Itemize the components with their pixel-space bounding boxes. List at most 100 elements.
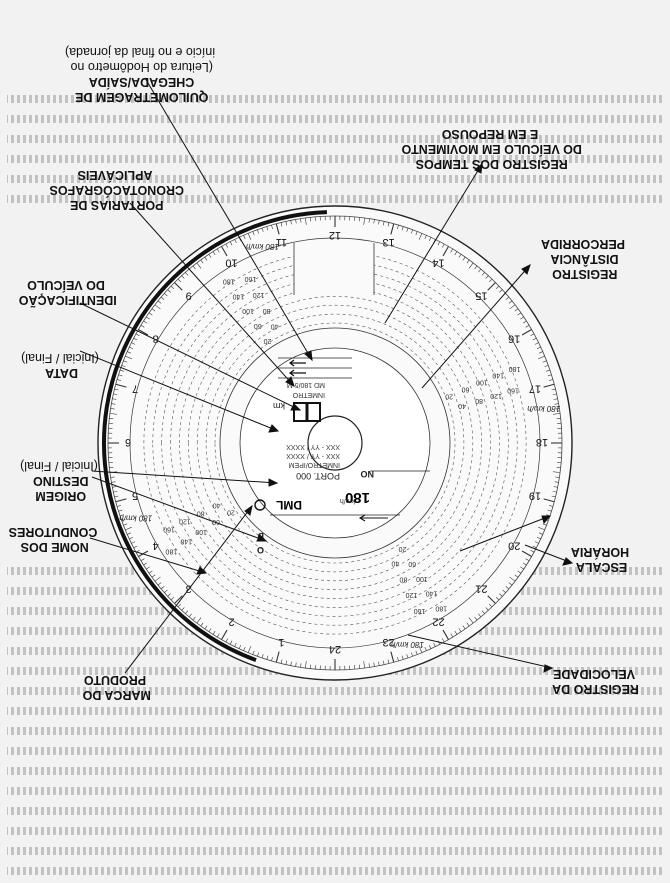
arrowhead <box>290 403 302 411</box>
label-velocidade: REGISTRO DA VELOCIDADE <box>549 667 639 696</box>
arrow-velocidade <box>407 634 553 669</box>
label-marca-line: PRODUTO <box>84 673 147 687</box>
hour-number: 15 <box>475 290 487 302</box>
hour-tick <box>305 217 307 225</box>
hour-tick <box>229 241 233 246</box>
hour-tick <box>157 300 162 304</box>
hour-tick <box>481 610 485 614</box>
hour-tick <box>110 476 115 478</box>
hour-tick <box>114 388 119 391</box>
hour-tick <box>229 640 233 645</box>
hour-tick <box>252 650 255 655</box>
hour-tick <box>442 629 449 640</box>
hour-tick <box>275 651 280 663</box>
label-velocidade-line: REGISTRO DA <box>552 682 639 696</box>
hour-tick <box>285 221 288 226</box>
hour-tick <box>221 246 228 257</box>
hour-tick <box>521 329 532 336</box>
hour-tick <box>521 550 532 557</box>
hour-tick <box>135 333 140 337</box>
label-origem-line: (Inicial / Final) <box>20 459 98 473</box>
hour-tick <box>390 651 395 663</box>
hour-tick <box>243 646 246 651</box>
hour-tick <box>522 320 527 324</box>
hour-tick <box>160 586 165 590</box>
hour-tick <box>424 235 427 240</box>
distance-zone-boundary <box>219 327 451 559</box>
hour-tick <box>119 514 124 517</box>
hour-tick <box>505 296 510 300</box>
dml-logo: DML <box>254 498 302 512</box>
label-origem: ORIGEM DESTINO (Inicial / Final) <box>20 459 98 503</box>
hour-tick <box>547 374 552 377</box>
hour-tick <box>118 374 123 377</box>
max-speed-unit: km/h <box>340 497 355 504</box>
speed-label: 40 <box>213 501 221 508</box>
hour-tick <box>397 657 399 662</box>
label-quilometragem-line: QUILOMETRAGEM DE <box>75 90 208 104</box>
hour-tick <box>188 613 192 618</box>
hour-tick <box>488 603 493 608</box>
hour-tick <box>495 285 500 290</box>
label-escala-line: ESCALA <box>576 560 627 574</box>
hour-tick <box>290 220 292 225</box>
label-quilometragem-line: (Leitura do Hodômetro no <box>70 60 212 74</box>
hour-tick <box>118 509 123 512</box>
hour-tick <box>552 393 557 396</box>
hour-tick <box>401 655 404 660</box>
arrow-icon <box>289 359 306 367</box>
hour-tick <box>538 532 543 535</box>
hour-tick <box>525 558 530 562</box>
hour-tick <box>542 360 547 363</box>
hour-tick <box>234 239 237 244</box>
label-portarias-line: CRONOTACÓGRAFOS <box>49 183 184 198</box>
label-tempos: REGISTRO DOS TEMPOS DO VEÍCULO EM MOVIME… <box>398 127 582 171</box>
hour-tick <box>181 607 185 611</box>
hour-tick <box>415 650 418 655</box>
hour-tick <box>485 607 489 611</box>
hour-tick <box>454 630 458 635</box>
hour-tick <box>555 476 560 478</box>
speed-label: 60 <box>462 386 470 393</box>
hour-tick <box>143 320 148 324</box>
hour-tick <box>143 562 148 566</box>
hour-tick <box>177 603 182 608</box>
center-inmetro-text: INMETRO/IPEM <box>288 461 340 468</box>
hour-number: 7 <box>132 382 138 394</box>
hour-tick <box>437 241 441 246</box>
hour-tick <box>424 646 427 651</box>
hour-tick <box>129 346 134 350</box>
hour-tick <box>538 351 543 354</box>
hour-tick <box>542 523 547 526</box>
hour-tick <box>514 574 519 578</box>
label-tempos-line: REGISTRO DOS TEMPOS <box>416 157 568 171</box>
hour-tick <box>119 369 124 372</box>
hour-tick <box>481 272 485 276</box>
label-condutores: NOME DOS CONDUTORES <box>9 525 98 554</box>
hour-tick <box>428 237 432 242</box>
speed-label: 100 <box>242 307 254 314</box>
hour-tick <box>116 379 121 381</box>
hour-tick <box>221 629 228 640</box>
hour-tick <box>146 566 150 570</box>
hour-tick <box>295 219 297 224</box>
hour-tick <box>450 248 454 253</box>
hour-tick <box>505 586 510 590</box>
hour-tick <box>148 570 153 574</box>
hour-tick <box>410 229 413 234</box>
arrowhead <box>268 478 279 487</box>
hour-tick <box>112 398 117 400</box>
arrow-origem <box>91 470 278 484</box>
label-tempos-line: DO VEÍCULO EM MOVIMENTO <box>401 142 582 157</box>
hour-tick <box>300 218 302 223</box>
hour-tick <box>468 262 474 269</box>
speed-label: 80 <box>263 307 271 314</box>
hour-tick <box>517 312 522 316</box>
speed-label: 60 <box>408 560 416 567</box>
speed-label: 180 <box>435 605 447 612</box>
hour-tick <box>204 625 208 630</box>
arrow-condutores <box>89 537 207 574</box>
hour-tick <box>382 221 385 226</box>
